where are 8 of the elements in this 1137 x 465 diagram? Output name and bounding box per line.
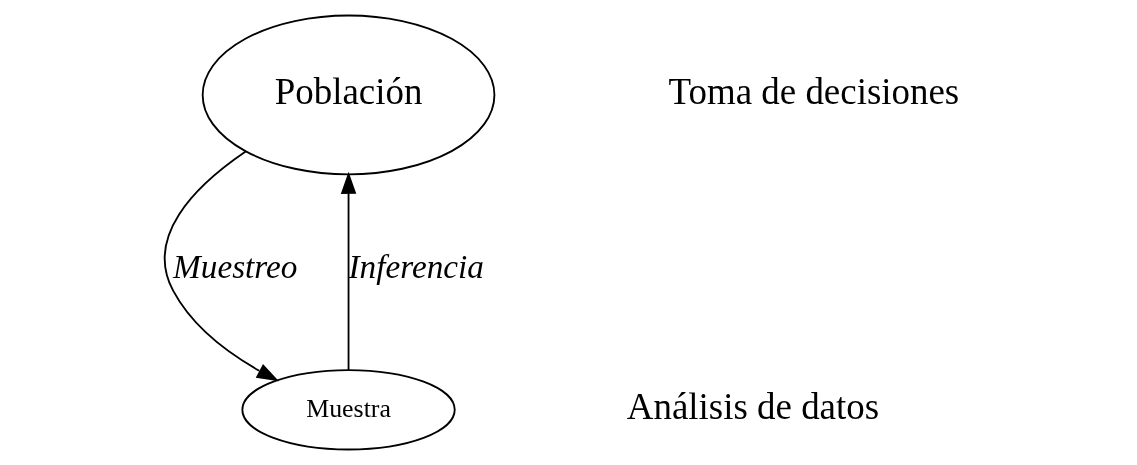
label: Toma de decisiones: [668, 71, 959, 113]
label: Análisis de datos: [626, 386, 879, 427]
edge-label: Muestreo: [172, 248, 297, 286]
edge-label: Inferencia: [348, 248, 484, 286]
arrow: [340, 171, 356, 371]
node-ellipse: Muestra: [240, 369, 456, 451]
node-ellipse: Población: [201, 14, 495, 176]
arrow: [163, 150, 279, 382]
